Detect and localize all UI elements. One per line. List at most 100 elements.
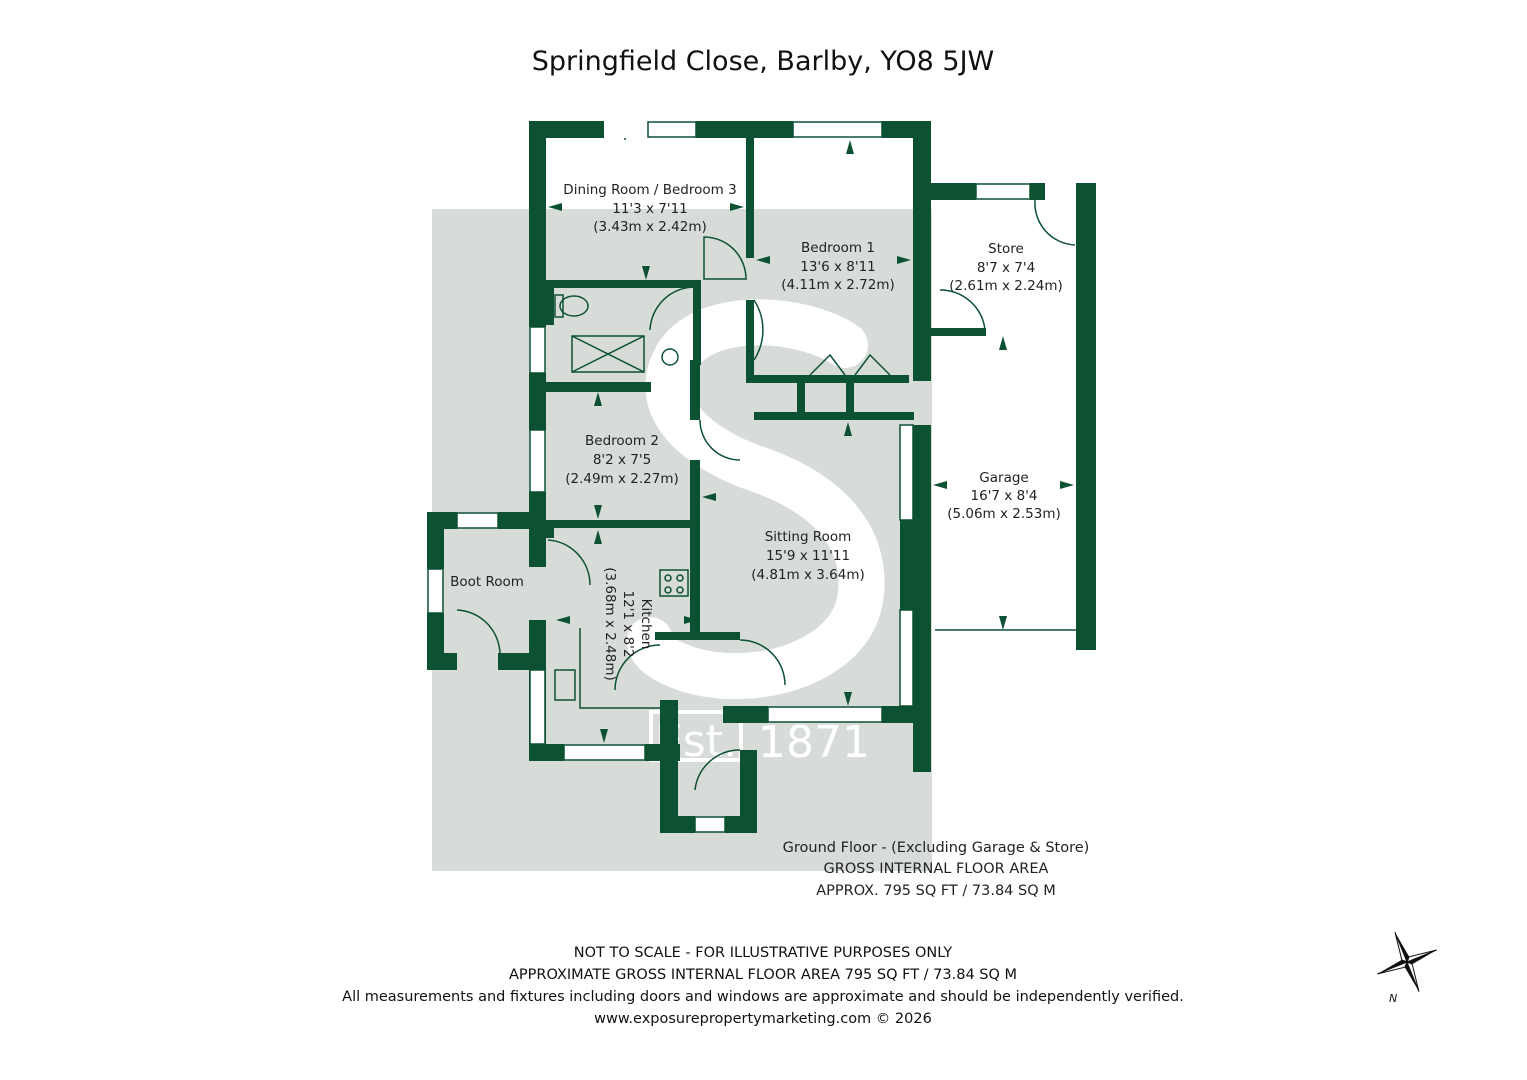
walls [427, 121, 1096, 833]
compass-icon [1377, 932, 1437, 992]
hob-icon [659, 569, 689, 597]
room-dimensions-metric: (5.06m x 2.53m) [947, 506, 1061, 522]
watermark-year: 1871 [758, 717, 870, 768]
room-dimensions: 15'9 x 11'11 [766, 548, 850, 564]
door [703, 236, 747, 280]
room-label-kitchen: Kitchen 12'1 x 8'2 (3.68m x 2.48m) [602, 567, 654, 681]
arrow [594, 505, 602, 519]
door [809, 353, 846, 376]
basin-icon [661, 348, 679, 366]
watermark-est-box [649, 710, 743, 762]
area-note-line: GROSS INTERNAL FLOOR AREA [824, 861, 1049, 877]
footer-line: NOT TO SCALE - FOR ILLUSTRATIVE PURPOSES… [574, 945, 953, 961]
room-label-dining: Dining Room / Bedroom 3 11'3 x 7'11 (3.4… [563, 182, 736, 235]
windows [427, 121, 1031, 833]
room-dimensions: 13'6 x 8'11 [800, 259, 876, 275]
door [1034, 199, 1076, 246]
toilet-icon [559, 295, 589, 317]
arrow [548, 203, 562, 211]
hob-icon [664, 586, 672, 594]
room-dimensions-metric: (4.11m x 2.72m) [781, 277, 895, 293]
footer-line: All measurements and fixtures including … [342, 989, 1184, 1005]
window [456, 512, 499, 529]
room-label-boot-room: Boot Room [450, 574, 524, 590]
area-note-line: APPROX. 795 SQ FT / 73.84 SQ M [816, 883, 1056, 899]
window [975, 183, 1031, 200]
window [767, 706, 883, 723]
arrow [600, 729, 608, 743]
arrow [594, 530, 602, 544]
room-label-sitting-room: Sitting Room 15'9 x 11'11 (4.81m x 3.64m… [751, 529, 865, 583]
arrow [730, 203, 744, 211]
room-name: Bedroom 1 [801, 240, 875, 256]
window [529, 326, 546, 374]
door [939, 289, 986, 331]
hob-icon [676, 574, 684, 582]
room-dimensions: 8'2 x 7'5 [593, 452, 651, 468]
arrow [1060, 481, 1074, 489]
room-name: Boot Room [450, 574, 524, 590]
arrow [556, 616, 570, 624]
room-dimensions-metric: (2.49m x 2.27m) [565, 471, 679, 487]
doors [456, 138, 1076, 791]
room-dimensions-metric: (3.68m x 2.48m) [602, 567, 618, 681]
arrow [897, 256, 911, 264]
arrow [684, 616, 698, 624]
window [529, 669, 546, 745]
window [899, 609, 914, 707]
arrow [844, 692, 852, 706]
door [854, 353, 891, 376]
sink-icon [554, 669, 576, 701]
room-dimensions: 12'1 x 8'2 [620, 591, 636, 658]
room-label-bedroom-2: Bedroom 2 8'2 x 7'5 (2.49m x 2.27m) [565, 433, 679, 487]
room-label-garage: Garage 16'7 x 8'4 (5.06m x 2.53m) [947, 470, 1061, 522]
room-name: Kitchen [638, 599, 654, 650]
room-label-store: Store 8'7 x 7'4 (2.61m x 2.24m) [949, 241, 1063, 294]
arrow [594, 392, 602, 406]
window [694, 816, 726, 833]
door [456, 609, 501, 656]
area-note: Ground Floor - (Excluding Garage & Store… [783, 840, 1090, 899]
footer-line: APPROXIMATE GROSS INTERNAL FLOOR AREA 79… [509, 967, 1017, 983]
arrow [999, 336, 1007, 350]
room-dimensions: 16'7 x 8'4 [971, 488, 1038, 504]
window [792, 121, 883, 138]
window [427, 568, 444, 614]
room-name: Sitting Room [765, 529, 852, 545]
window [529, 429, 546, 493]
door [614, 644, 661, 691]
worktop [579, 628, 660, 709]
room-name: Dining Room / Bedroom 3 [563, 182, 736, 198]
shower-tray [571, 335, 645, 373]
arrow [702, 493, 716, 501]
area-note-line: Ground Floor - (Excluding Garage & Store… [783, 840, 1090, 856]
dimension-arrows [548, 140, 1074, 743]
footer-website: www.exposurepropertymarketing.com © 2026 [594, 1011, 932, 1027]
arrow [999, 616, 1007, 630]
arrow [642, 266, 650, 280]
door [753, 299, 764, 361]
room-dimensions-metric: (2.61m x 2.24m) [949, 278, 1063, 294]
arrow [756, 256, 770, 264]
arrow [933, 481, 947, 489]
compass-north-label: N [1389, 992, 1397, 1005]
page-title: Springfield Close, Barlby, YO8 5JW [532, 46, 995, 77]
door [694, 749, 741, 791]
room-label-bedroom-1: Bedroom 1 13'6 x 8'11 (4.11m x 2.72m) [781, 240, 895, 293]
hob-icon [664, 574, 672, 582]
arrow [844, 422, 852, 436]
room-dimensions-metric: (3.43m x 2.42m) [593, 219, 707, 235]
window [647, 121, 697, 138]
window [899, 424, 914, 521]
door [739, 639, 786, 686]
window [563, 744, 646, 761]
room-dimensions-metric: (4.81m x 3.64m) [751, 567, 865, 583]
room-name: Store [988, 241, 1024, 257]
footer: NOT TO SCALE - FOR ILLUSTRATIVE PURPOSES… [342, 945, 1184, 1027]
door [699, 419, 741, 461]
arrow [846, 140, 854, 154]
room-dimensions: 8'7 x 7'4 [977, 260, 1035, 276]
room-dimensions: 11'3 x 7'11 [612, 201, 688, 217]
room-name: Bedroom 2 [585, 433, 659, 449]
